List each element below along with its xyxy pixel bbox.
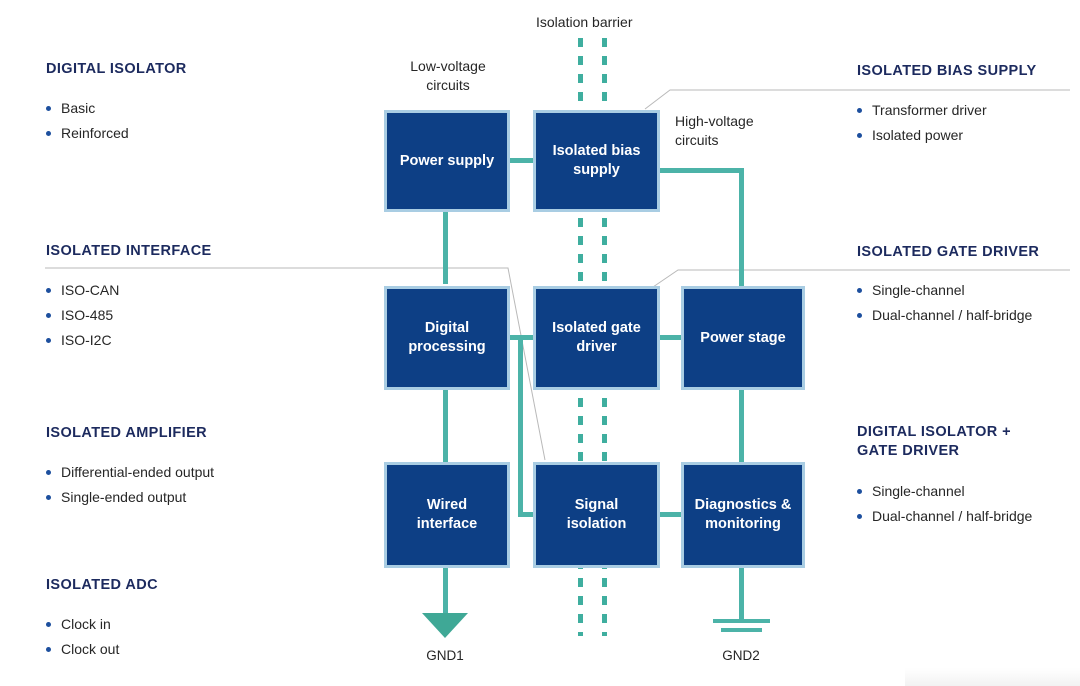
- list-item-label: Reinforced: [61, 125, 129, 141]
- list-item-label: Dual-channel / half-bridge: [872, 508, 1033, 524]
- bullet-dot-icon: [46, 106, 51, 111]
- list-item-label: Dual-channel / half-bridge: [872, 307, 1033, 323]
- list-item: Dual-channel / half-bridge: [857, 504, 1032, 529]
- list-item-label: ISO-I2C: [61, 332, 112, 348]
- leader-line-isolated-interface: [45, 267, 546, 461]
- list-item-label: ISO-CAN: [61, 282, 120, 298]
- leader-line-isolated-bias-supply: [644, 89, 1070, 110]
- node-power-stage[interactable]: Power stage: [681, 286, 805, 390]
- label-isolation-barrier: Isolation barrier: [536, 14, 633, 30]
- list-item-label: Transformer driver: [872, 102, 987, 118]
- list-item-label: Single-ended output: [61, 489, 187, 505]
- connector-gate-driver-to-power-stage: [658, 335, 685, 340]
- connector-digital-processing-to-wired-interface: [443, 390, 448, 462]
- connector-bias-supply-down-to-power-stage: [739, 168, 744, 286]
- bottom-fade-band: [905, 668, 1080, 686]
- list-item: Reinforced: [46, 121, 129, 146]
- bullet-dot-icon: [857, 313, 862, 318]
- list-item: Isolated power: [857, 123, 987, 148]
- list-item-label: Clock in: [61, 616, 111, 632]
- bullet-dot-icon: [857, 133, 862, 138]
- list-item-label: Single-channel: [872, 483, 965, 499]
- category-list-digital-isolator-gate-driver: Single-channel Dual-channel / half-bridg…: [857, 479, 1032, 529]
- bullet-dot-icon: [46, 647, 51, 652]
- category-heading-isolated-gate-driver: ISOLATED GATE DRIVER: [857, 244, 1040, 260]
- bullet-dot-icon: [46, 622, 51, 627]
- connector-power-supply-to-bias-supply: [508, 158, 536, 163]
- list-item: Single-channel: [857, 278, 1032, 303]
- gnd1-arrow-icon: [422, 613, 468, 638]
- label-high-voltage-circuits: High-voltage circuits: [675, 113, 754, 148]
- list-item: Clock out: [46, 637, 119, 662]
- category-heading-isolated-interface: ISOLATED INTERFACE: [46, 243, 212, 259]
- gnd2-bar-bottom-icon: [721, 628, 762, 632]
- node-diagnostics-monitoring[interactable]: Diagnostics & monitoring: [681, 462, 805, 568]
- gnd2-bar-top-icon: [713, 619, 770, 623]
- list-item: Single-channel: [857, 479, 1032, 504]
- list-item: ISO-485: [46, 303, 119, 328]
- leader-line-isolated-gate-driver: [652, 269, 1070, 288]
- category-list-digital-isolator: Basic Reinforced: [46, 96, 129, 146]
- bullet-dot-icon: [46, 470, 51, 475]
- node-isolated-bias-supply[interactable]: Isolated bias supply: [533, 110, 660, 212]
- node-digital-processing[interactable]: Digital processing: [384, 286, 510, 390]
- label-gnd1: GND1: [426, 648, 464, 663]
- connector-digital-processing-down-to-signal-isolation: [518, 335, 523, 516]
- list-item-label: Isolated power: [872, 127, 964, 143]
- label-gnd2: GND2: [722, 648, 760, 663]
- list-item-label: ISO-485: [61, 307, 114, 323]
- bullet-dot-icon: [857, 489, 862, 494]
- list-item-label: Single-channel: [872, 282, 965, 298]
- category-list-isolated-interface: ISO-CAN ISO-485 ISO-I2C: [46, 278, 119, 353]
- category-heading-digital-isolator: DIGITAL ISOLATOR: [46, 61, 187, 77]
- list-item-label: Clock out: [61, 641, 120, 657]
- bullet-dot-icon: [857, 108, 862, 113]
- bullet-dot-icon: [46, 131, 51, 136]
- list-item: Single-ended output: [46, 485, 214, 510]
- connector-signal-isolation-to-diagnostics: [658, 512, 685, 517]
- list-item: Basic: [46, 96, 129, 121]
- category-heading-digital-isolator-gate-driver: DIGITAL ISOLATOR + GATE DRIVER: [857, 424, 1011, 459]
- category-heading-isolated-bias-supply: ISOLATED BIAS SUPPLY: [857, 63, 1037, 79]
- list-item: Differential-ended output: [46, 460, 214, 485]
- category-list-isolated-adc: Clock in Clock out: [46, 612, 119, 662]
- list-item: Transformer driver: [857, 98, 987, 123]
- bullet-dot-icon: [46, 338, 51, 343]
- category-heading-isolated-amplifier: ISOLATED AMPLIFIER: [46, 425, 208, 441]
- node-wired-interface[interactable]: Wired interface: [384, 462, 510, 568]
- connector-signal-isolation-left-stub: [518, 512, 540, 517]
- list-item-label: Differential-ended output: [61, 464, 215, 480]
- connector-bias-supply-right-stub: [658, 168, 744, 173]
- list-item: ISO-I2C: [46, 328, 119, 353]
- category-list-isolated-gate-driver: Single-channel Dual-channel / half-bridg…: [857, 278, 1032, 328]
- category-list-isolated-bias-supply: Transformer driver Isolated power: [857, 98, 987, 148]
- category-heading-isolated-adc: ISOLATED ADC: [46, 577, 158, 593]
- connector-diagnostics-to-gnd2: [739, 568, 744, 621]
- bullet-dot-icon: [857, 514, 862, 519]
- connector-digital-processing-right-stub: [508, 335, 542, 340]
- bullet-dot-icon: [46, 288, 51, 293]
- list-item: Dual-channel / half-bridge: [857, 303, 1032, 328]
- category-list-isolated-amplifier: Differential-ended output Single-ended o…: [46, 460, 214, 510]
- list-item-label: Basic: [61, 100, 96, 116]
- node-isolated-gate-driver[interactable]: Isolated gate driver: [533, 286, 660, 390]
- connector-power-supply-to-digital-processing: [443, 210, 448, 284]
- label-low-voltage-circuits: Low-voltage circuits: [410, 58, 486, 93]
- node-signal-isolation[interactable]: Signal isolation: [533, 462, 660, 568]
- list-item: Clock in: [46, 612, 119, 637]
- bullet-dot-icon: [46, 495, 51, 500]
- connector-power-stage-to-diagnostics: [739, 390, 744, 462]
- connector-wired-interface-to-gnd1: [443, 568, 448, 618]
- node-power-supply[interactable]: Power supply: [384, 110, 510, 212]
- bullet-dot-icon: [857, 288, 862, 293]
- list-item: ISO-CAN: [46, 278, 119, 303]
- bullet-dot-icon: [46, 313, 51, 318]
